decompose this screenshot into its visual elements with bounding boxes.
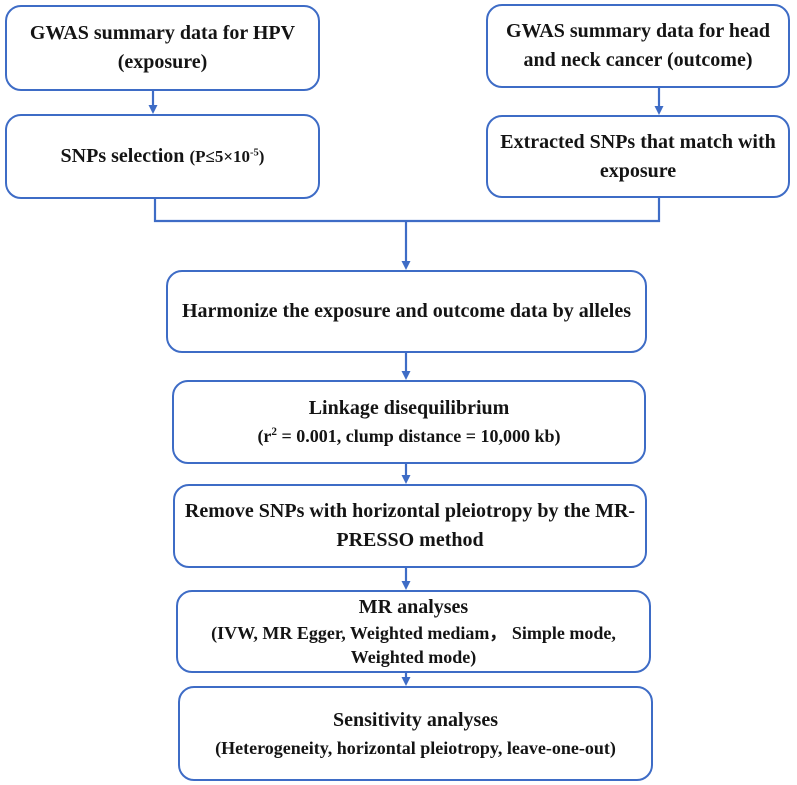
box-snp-selection: SNPs selection (P≤5×10-5) bbox=[5, 114, 320, 199]
box-linkage-line1: Linkage disequilibrium bbox=[308, 397, 510, 420]
box-extracted-snps: Extracted SNPs that match with exposure bbox=[486, 115, 790, 198]
box-mr-analyses-line1: MR analyses bbox=[358, 595, 469, 618]
arrowhead-merge-to-harmonize bbox=[401, 261, 411, 270]
snp-selection-paren-prefix: (P≤5×10 bbox=[189, 147, 250, 166]
box-mr-analyses-line2: (IVW, MR Egger, Weighted mediam， Simple … bbox=[211, 622, 616, 643]
connector-merge-line bbox=[153, 198, 661, 223]
arrowhead-mranalyses-to-sensitivity bbox=[401, 677, 411, 686]
box-extracted-snps-line2: exposure bbox=[599, 159, 677, 182]
arrowhead-harmonize-to-linkage bbox=[401, 371, 411, 380]
linkage-paren-suffix: = 0.001, clump distance = 10,000 kb) bbox=[277, 426, 561, 447]
box-extracted-snps-line1: Extracted SNPs that match with bbox=[500, 130, 776, 153]
box-harmonize: Harmonize the exposure and outcome data … bbox=[166, 270, 647, 353]
arrowhead-exposure-to-snp-selection bbox=[148, 105, 158, 114]
box-mr-presso-line1: Remove SNPs with horizontal pleiotropy b… bbox=[184, 500, 636, 522]
box-gwas-outcome-line1: GWAS summary data for head bbox=[505, 20, 771, 42]
box-sensitivity-analyses: Sensitivity analyses (Heterogeneity, hor… bbox=[178, 686, 653, 781]
arrowhead-linkage-to-mrpresso bbox=[401, 475, 411, 484]
linkage-paren-prefix: (r bbox=[257, 426, 272, 447]
box-gwas-outcome-line2: and neck cancer (outcome) bbox=[523, 49, 753, 71]
box-mr-analyses-line3: Weighted mode) bbox=[350, 647, 477, 667]
arrowhead-mrpresso-to-mranalyses bbox=[401, 581, 411, 590]
box-sensitivity-line1: Sensitivity analyses bbox=[332, 708, 499, 731]
snp-selection-paren: (P≤5×10-5) bbox=[189, 147, 264, 166]
box-sensitivity-line2: (Heterogeneity, horizontal pleiotropy, l… bbox=[215, 737, 616, 758]
arrowhead-outcome-to-extracted bbox=[654, 106, 664, 115]
snp-selection-main: SNPs selection bbox=[60, 145, 190, 167]
box-gwas-exposure-line2: (exposure) bbox=[117, 51, 208, 73]
box-gwas-exposure-line1: GWAS summary data for HPV bbox=[29, 22, 296, 44]
box-harmonize-line1: Harmonize the exposure and outcome data … bbox=[181, 300, 632, 322]
box-linkage-disequilibrium: Linkage disequilibrium (r2 = 0.001, clum… bbox=[172, 380, 646, 464]
snp-selection-exponent: -5 bbox=[250, 147, 259, 159]
snp-selection-paren-suffix: ) bbox=[258, 147, 265, 166]
box-gwas-outcome: GWAS summary data for head and neck canc… bbox=[486, 4, 790, 88]
box-snp-selection-text: SNPs selection (P≤5×10-5) bbox=[61, 142, 265, 171]
box-mr-analyses: MR analyses (IVW, MR Egger, Weighted med… bbox=[176, 590, 651, 673]
box-mr-presso-line2: PRESSO method bbox=[336, 529, 484, 551]
box-linkage-line2: (r2 = 0.001, clump distance = 10,000 kb) bbox=[257, 423, 560, 449]
linkage-r-squared-exponent: 2 bbox=[271, 426, 277, 439]
box-mr-presso: Remove SNPs with horizontal pleiotropy b… bbox=[173, 484, 647, 568]
box-gwas-exposure: GWAS summary data for HPV (exposure) bbox=[5, 5, 320, 91]
